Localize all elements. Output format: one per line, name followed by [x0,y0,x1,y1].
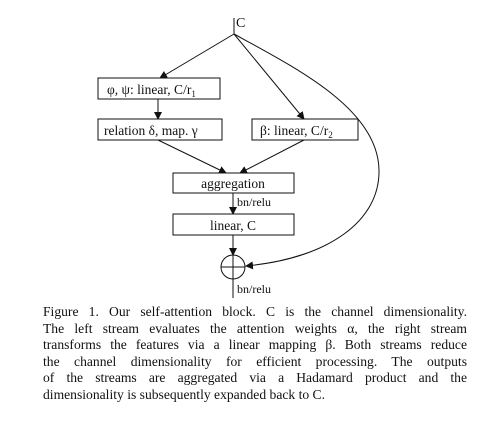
edge-to-beta [233,33,305,120]
beta-linear-label: β: linear, C/r2 [260,123,333,140]
caption-line: the channel dimensionality for efficient… [43,353,467,369]
edge-relation-to-aggregation [157,139,227,174]
beta-linear-box [251,118,359,141]
phi-psi-subscript: 1 [191,89,196,99]
relation-map-box [97,118,223,141]
figure-caption: Figure 1. Our self-attention block. C is… [43,304,467,404]
relation-map-label: relation δ, map. γ [104,123,198,138]
edge-skip-connection [233,33,380,270]
self-attention-block-diagram: C φ, ψ: linear, C/r1 relation δ, map. γ … [97,16,380,298]
bn-relu-label-1: bn/relu [237,195,271,209]
bn-relu-label-2: bn/relu [237,282,271,296]
edge-to-phi-psi [159,33,235,79]
caption-line: The left stream evaluates the attention … [43,320,467,336]
caption-line: dimensionality is subsequently expanded … [43,386,326,402]
caption-line: Figure 1. Our self-attention block. C is… [43,304,467,319]
elementwise-sum-icon [220,254,246,280]
phi-psi-linear-label: φ, ψ: linear, C/r1 [107,82,196,99]
phi-psi-linear-box [97,77,221,100]
aggregation-label: aggregation [201,176,265,191]
input-label-c: C [236,16,245,31]
caption-line: of the streams are aggregated via a Hada… [43,370,467,386]
edge-beta-to-aggregation [239,139,305,174]
beta-subscript: 2 [328,130,333,140]
caption-line: transforms the features via a linear map… [43,337,467,353]
linear-c-label: linear, C [210,218,256,233]
